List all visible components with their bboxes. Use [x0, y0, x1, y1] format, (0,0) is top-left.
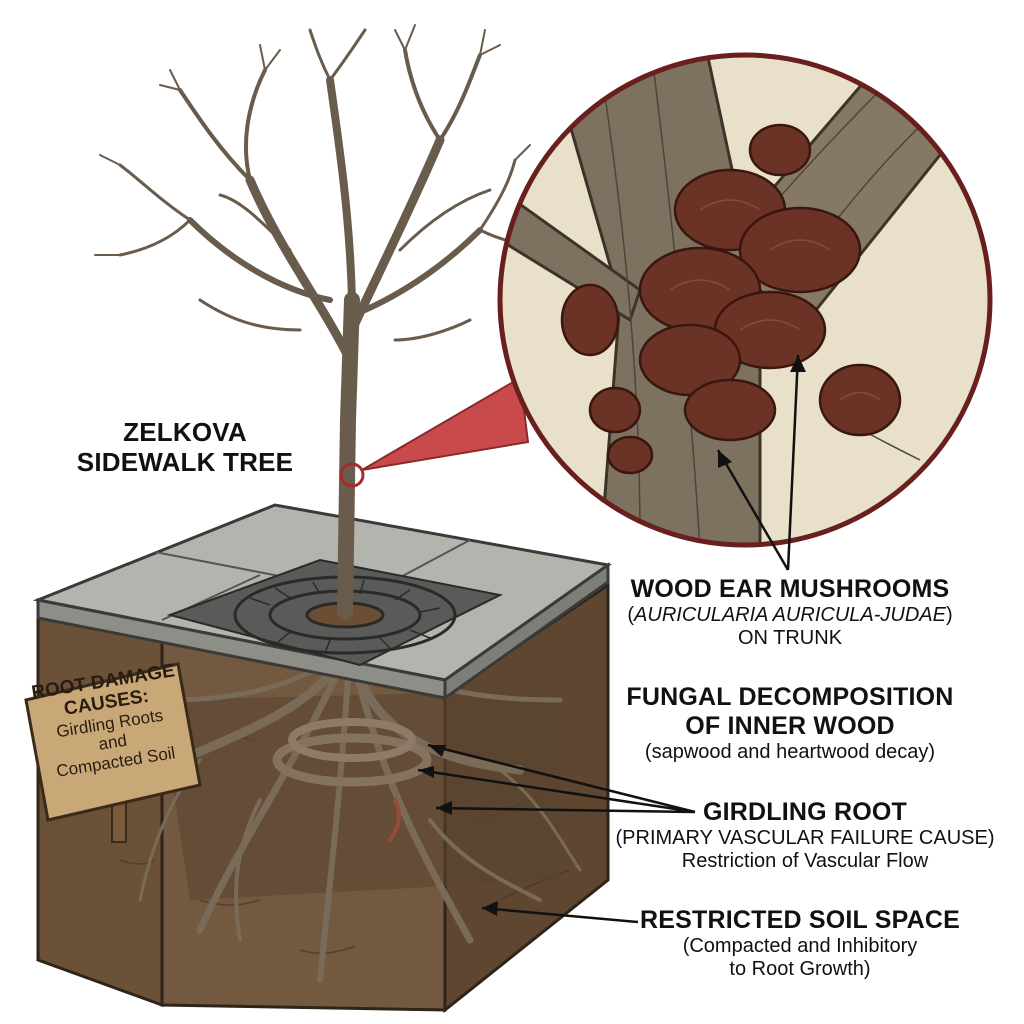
soil-label: RESTRICTED SOIL SPACE (Compacted and Inh… [620, 906, 980, 981]
soil-line3: to Root Growth) [729, 957, 871, 980]
fungal-line1: FUNGAL DECOMPOSITION [626, 683, 954, 711]
wood-ear-scientific-name: AURICULARIA AURICULA-JUDAE [634, 603, 946, 626]
girdling-line3: Restriction of Vascular Flow [681, 849, 929, 872]
wood-ear-heading: WOOD EAR MUSHROOMS [630, 575, 950, 603]
fungal-line3: (sapwood and heartwood decay) [644, 740, 936, 763]
tree-label: ZELKOVA SIDEWALK TREE [70, 417, 300, 478]
wood-ear-label: WOOD EAR MUSHROOMS (AURICULARIA AURICULA… [575, 575, 1005, 650]
tree-label-line1: ZELKOVA [123, 417, 247, 447]
trunk-callout [339, 376, 530, 488]
wood-ear-scientific-line: (AURICULARIA AURICULA-JUDAE) [575, 604, 1005, 627]
open-paren: ( [627, 603, 635, 626]
tree-label-line2: SIDEWALK TREE [76, 446, 294, 477]
arrow-heads [418, 355, 806, 916]
fungal-label: FUNGAL DECOMPOSITION OF INNER WOOD (sapw… [600, 683, 980, 764]
zelkova-tree [94, 24, 561, 620]
close-paren: ) [945, 603, 953, 626]
fungal-line2: OF INNER WOOD [685, 711, 895, 740]
girdling-line2: (PRIMARY VASCULAR FAILURE CAUSE) [615, 826, 995, 849]
girdling-label: GIRDLING ROOT (PRIMARY VASCULAR FAILURE … [595, 798, 1015, 873]
wood-ear-line3: ON TRUNK [737, 626, 843, 649]
soil-line2: (Compacted and Inhibitory [682, 934, 918, 957]
girdling-heading: GIRDLING ROOT [703, 798, 907, 826]
soil-heading: RESTRICTED SOIL SPACE [640, 906, 960, 934]
mushroom-closeup-inset [497, 52, 993, 548]
annotation-arrows [417, 354, 800, 924]
root-damage-sign [24, 662, 202, 843]
